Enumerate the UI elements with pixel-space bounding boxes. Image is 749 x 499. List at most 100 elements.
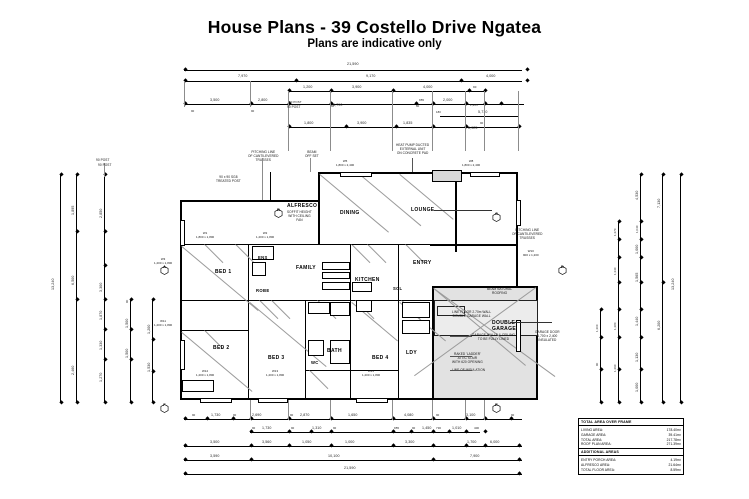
hexagon-icon [274, 209, 283, 218]
dim-left-4-b: 1,530 [147, 362, 151, 373]
room-label-ldy: LDY [406, 350, 417, 356]
dim-left-2-c: 1,870 [99, 310, 103, 321]
annotation-beam-offset: BEAM OFF SET [305, 150, 319, 158]
dim-line-top-1 [184, 81, 522, 82]
annotation-garage-n1: GARAGE WALLS & CEILING TO BE FULLY LINED [472, 333, 515, 341]
dim-bot-0-d: 1,650 [348, 413, 358, 417]
wall-int-scl [398, 244, 399, 300]
dim-left-2-d: 1,330 [99, 340, 103, 351]
dim-top-1-c: 4,000 [486, 74, 496, 78]
wall-bottom-left [180, 398, 430, 400]
dim-extension [250, 400, 251, 420]
section-marker-F[interactable]: F [160, 400, 169, 413]
room-label-alfresco: ALFRESCO [287, 203, 317, 209]
table-row: TOTAL AREA: 217.78m² [581, 438, 681, 443]
dim-bot-1-90a: 90 [252, 426, 256, 430]
page-title: House Plans - 39 Costello Drive Ngatea [207, 17, 542, 37]
dim-bot-0-b: 2,690 [252, 413, 262, 417]
dim-bot-1-b: 1,310 [312, 426, 322, 430]
section-marker-E[interactable]: E [492, 400, 501, 413]
room-label-line: BED 2 [213, 345, 230, 351]
window-tag-W8: W8 1,800 x 2,400 [462, 159, 481, 167]
dim-line-bottom-3 [184, 460, 522, 461]
door-leaf [272, 300, 281, 301]
dim-bot-3-c: 7,900 [470, 454, 480, 458]
dim-line-bottom-overall [184, 474, 522, 475]
dimension-tick [75, 400, 80, 405]
room-label-bed3: BED 3 [268, 355, 284, 361]
wall-int-bed12 [180, 330, 248, 331]
dimension-tick [617, 400, 622, 405]
additional-areas-header: ADDITIONAL AREAS [579, 449, 683, 457]
section-marker-B[interactable]: B [274, 205, 283, 218]
annotation-garage-n4: LINE FLOOR 2.70m WALL DOUBLE GARAGE WALL [452, 310, 492, 318]
dim-top-3-post: 90 POST [289, 100, 302, 104]
room-label-line: ENTRY [413, 260, 432, 266]
dim-left-2-b: 3,300 [99, 282, 103, 293]
dimension-tick [525, 78, 530, 83]
dim-bot-1-c: 955 [394, 426, 400, 430]
window [200, 398, 232, 403]
total-area-table: TOTAL AREA OVER FRAME LIVING AREA: 178.4… [578, 418, 684, 451]
dim-top-3-c: 6,790 [333, 103, 343, 107]
dim-bot-3-a: 3,590 [210, 454, 220, 458]
window-tag-W11: W11 1,200 x 1,800 [154, 319, 173, 327]
dim-line-top-5 [288, 127, 518, 128]
dimension-tick [617, 255, 622, 260]
row-label: TOTAL AREA: [581, 437, 603, 442]
dim-top-5-a: 1,800 [304, 121, 314, 125]
dimension-tick [617, 367, 622, 372]
window-tag-W1: W1 1,800 x 1,800 [196, 231, 215, 239]
dimension-tick [617, 237, 622, 242]
annotation-garage-n2: RAKED 'LADDER' ATTIC STAIR WITH 620 OPEN… [452, 352, 483, 364]
dim-extension [484, 91, 485, 151]
annotation-post-dim: 90 POST [287, 105, 301, 109]
row-label: ALFRESCO AREA: [581, 462, 611, 467]
dimension-tick [639, 400, 644, 405]
hexagon-icon [492, 213, 501, 222]
dim-line-left-3 [130, 300, 131, 403]
lounge-leader [434, 210, 492, 211]
dimension-tick [129, 400, 134, 405]
dim-top-90-c: 90 [331, 104, 335, 108]
dimension-tick [103, 357, 108, 362]
kitchen-cabinets [322, 282, 350, 290]
wall-int-bath-bot [305, 370, 398, 371]
dim-bot-2-d: 1,000 [345, 440, 355, 444]
dimension-tick [103, 263, 108, 268]
section-marker-C[interactable]: C [492, 209, 501, 222]
dim-top-90-a: 90 [191, 109, 195, 113]
dim-extension [184, 81, 185, 107]
dimension-tick [639, 172, 644, 177]
room-label-line: BED 3 [268, 355, 285, 361]
room-label-family: FAMILY [296, 265, 316, 271]
section-marker-D[interactable]: D [558, 262, 567, 275]
door-swing [351, 244, 371, 264]
dim-bot-1-90b: 90 [291, 426, 295, 430]
dim-left-2-a: 2,850 [99, 208, 103, 219]
garage-note-leader [450, 336, 472, 337]
wall-bottom-right [430, 398, 538, 400]
leader-line [104, 163, 105, 177]
dim-extension [288, 91, 289, 151]
dimension-tick [639, 335, 644, 340]
section-marker-A[interactable]: A [160, 262, 169, 275]
window [340, 172, 372, 177]
dimension-tick [599, 307, 604, 312]
dim-bot-0-a: 1,730 [211, 413, 221, 417]
row-value: 271.39m² [666, 442, 681, 447]
dim-line-left-4 [152, 300, 153, 403]
ens-shower [252, 262, 266, 276]
dim-line-top-2 [288, 91, 484, 92]
additional-areas-table: ADDITIONAL AREAS ENTRY PORCH AREA: 4.19m… [578, 448, 684, 476]
dim-right-3-b: 1,340 [613, 267, 617, 276]
dim-line-right-2 [640, 175, 641, 403]
dim-top-3-d: 955 [419, 98, 425, 102]
dim-line-right-4 [600, 310, 601, 403]
dimension-tick [75, 297, 80, 302]
dim-line-left-2 [104, 175, 105, 403]
dim-top-3-a: 3,500 [210, 98, 220, 102]
window-tag-W2: W2 1,200 x 1,800 [256, 231, 275, 239]
dimension-tick [75, 172, 80, 177]
